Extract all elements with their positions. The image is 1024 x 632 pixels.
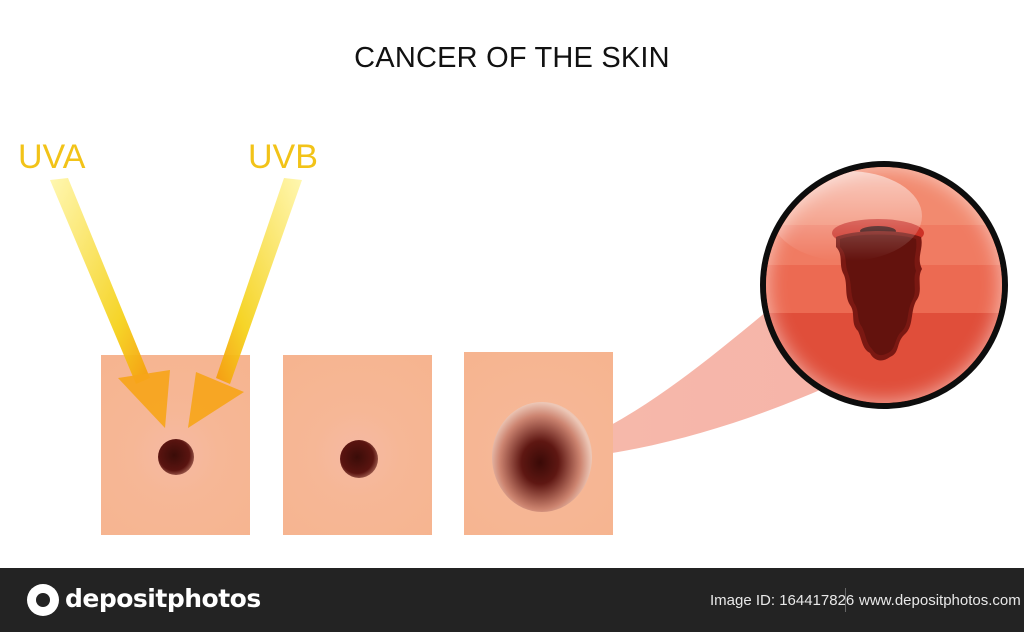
depositphotos-logo-icon[interactable] [27,584,59,616]
uvb-ray [188,178,302,428]
skin-sample-2 [283,355,432,535]
melanoma-lesion [492,402,592,512]
diagram-canvas: CANCER OF THE SKIN UVA UVB [18,42,1008,535]
footer-divider [845,588,846,612]
uvb-label: UVB [248,138,318,176]
diagram-title: CANCER OF THE SKIN [354,42,670,74]
magnified-view [760,161,1008,409]
uv-rays [50,178,302,428]
mole-small [158,439,194,475]
brand-name[interactable]: depositphotos [65,584,261,613]
uva-ray [50,178,170,428]
uva-label: UVA [18,138,86,176]
site-url-link[interactable]: www.depositphotos.com [859,592,1021,609]
mole-growing [340,440,378,478]
lens-gloss [772,171,922,261]
footer-bar: depositphotos Image ID: 164417826 www.de… [0,568,1024,632]
skin-sample-3 [464,352,613,535]
image-id-text: Image ID: 164417826 [710,592,855,609]
